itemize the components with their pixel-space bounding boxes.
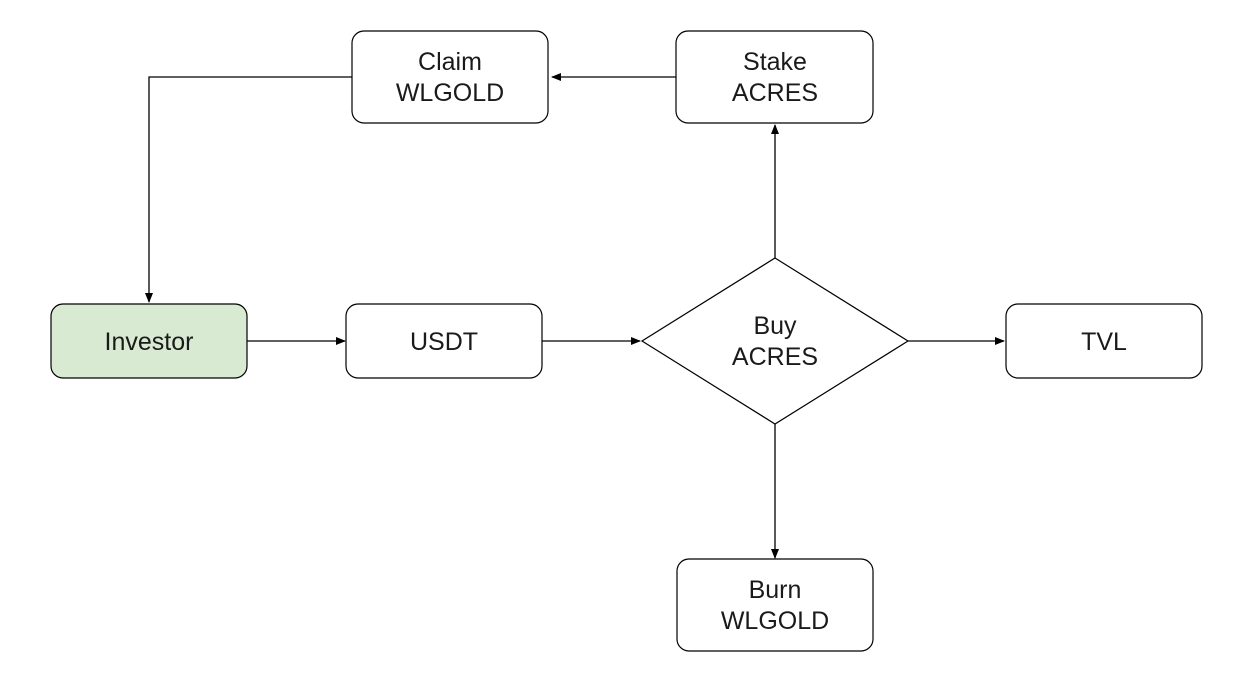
stake-box bbox=[675, 30, 874, 124]
usdt-box bbox=[345, 303, 543, 379]
tvl-box bbox=[1005, 303, 1203, 379]
buy-diamond bbox=[640, 257, 910, 425]
investor-label: Investor bbox=[105, 328, 194, 356]
node-stake-acres: Stake ACRES bbox=[675, 30, 874, 124]
stake-label-line2: ACRES bbox=[732, 79, 818, 107]
edge-claim-to-investor bbox=[145, 76, 352, 303]
buy-label-line1: Buy bbox=[753, 312, 797, 340]
node-buy-acres: Buy ACRES bbox=[640, 257, 910, 425]
investor-box bbox=[50, 303, 248, 379]
node-investor: Investor bbox=[50, 303, 248, 379]
burn-box bbox=[676, 558, 874, 652]
burn-label-line2: WLGOLD bbox=[721, 607, 829, 635]
claim-box bbox=[351, 30, 549, 124]
node-burn-wlgold: Burn WLGOLD bbox=[676, 558, 874, 652]
node-tvl: TVL bbox=[1005, 303, 1203, 379]
node-usdt: USDT bbox=[345, 303, 543, 379]
tvl-label: TVL bbox=[1081, 328, 1127, 356]
stake-label-line1: Stake bbox=[743, 48, 807, 76]
burn-label-line1: Burn bbox=[749, 576, 802, 604]
claim-label-line1: Claim bbox=[418, 48, 482, 76]
usdt-label: USDT bbox=[410, 328, 478, 356]
claim-label-line2: WLGOLD bbox=[396, 79, 504, 107]
node-claim-wlgold: Claim WLGOLD bbox=[351, 30, 549, 124]
buy-label-line2: ACRES bbox=[732, 343, 818, 371]
